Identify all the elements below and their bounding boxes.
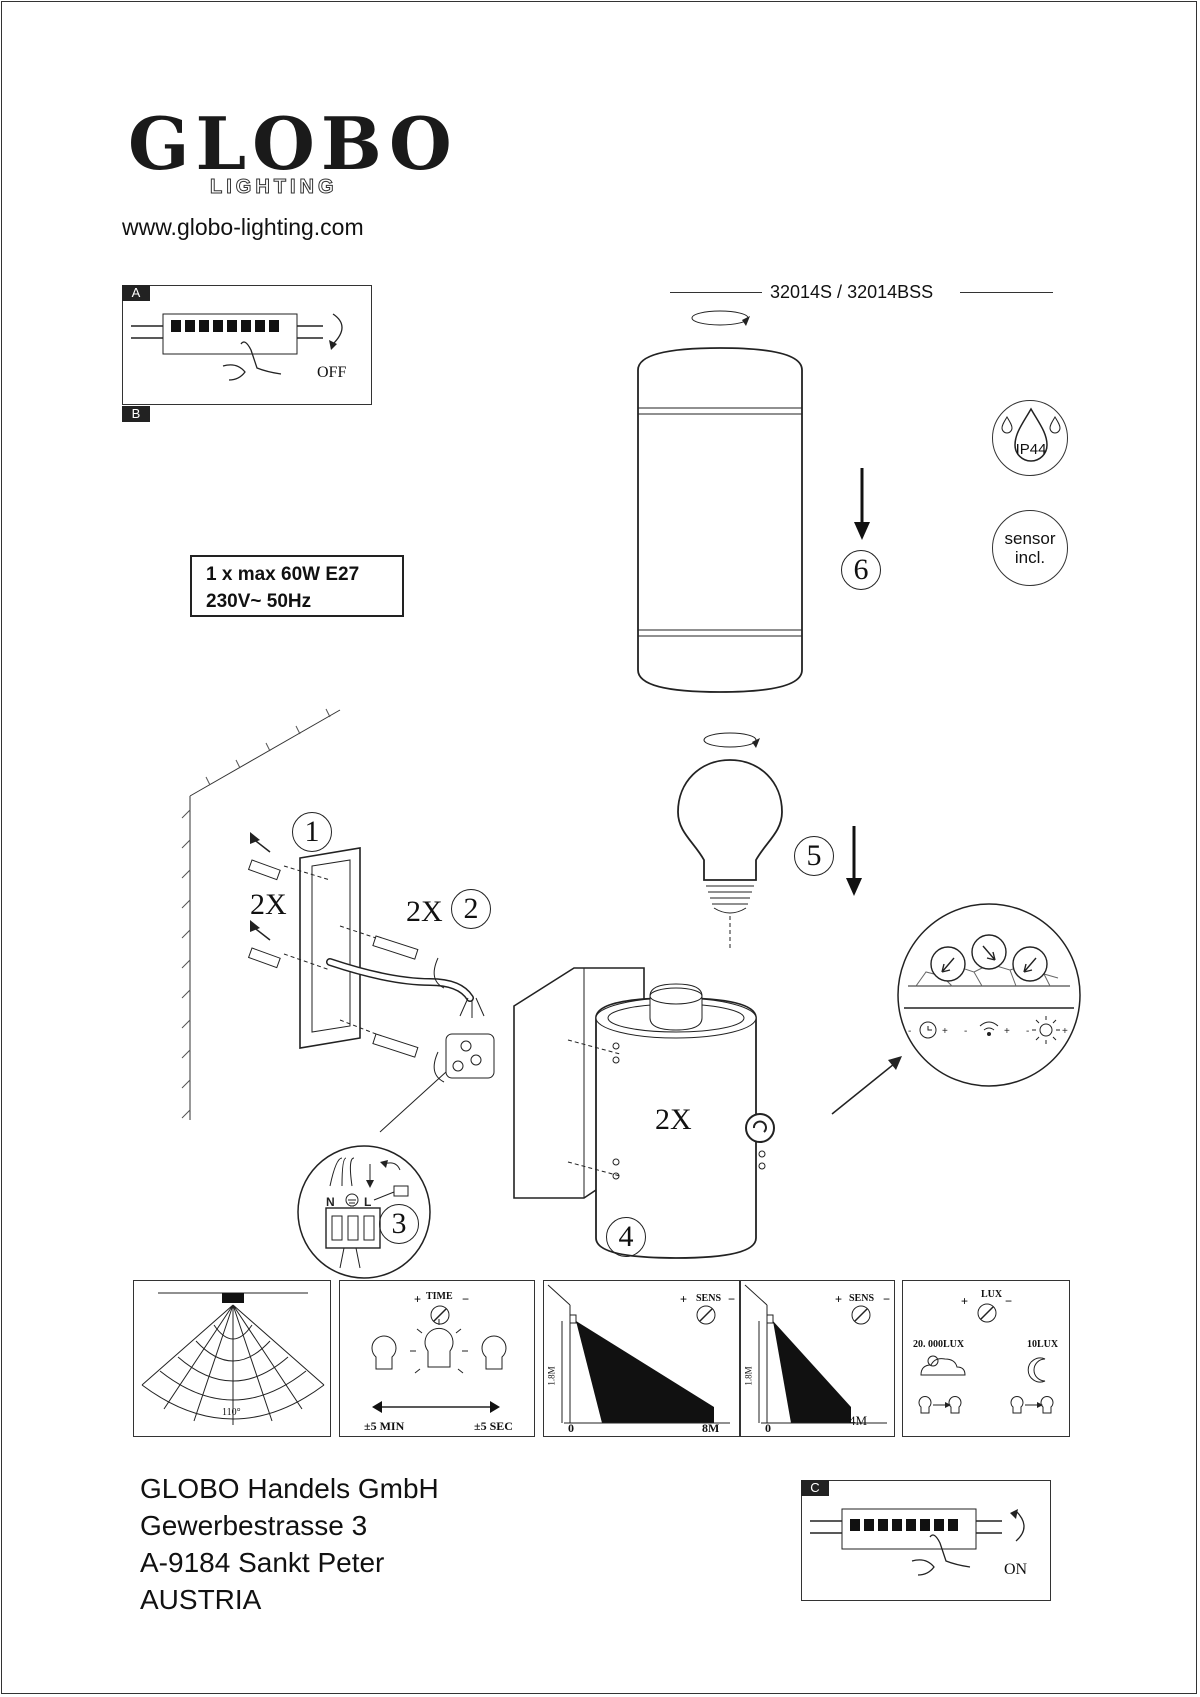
panel-tag-b: B [122,406,150,422]
sens-far-distance-label: 8M [702,1421,720,1435]
sensor-badge: sensor incl. [992,510,1068,586]
svg-text:+: + [961,1294,968,1308]
address-street: Gewerbestrasse 3 [140,1510,368,1541]
sens-near-setting-label: SENS [849,1293,875,1304]
step-4-marker: 4 [606,1217,646,1257]
panel-switch-off: A OFF B [122,285,372,422]
svg-text:−: − [1005,1294,1012,1308]
strip-time-panel: TIME +− ±5 MIN ±5 SEC [339,1280,535,1437]
breaker-on-illustration [810,1508,1025,1576]
svg-text:L: L [364,1195,371,1209]
svg-text:-: - [964,1026,967,1037]
strip-sensitivity-far-panel: SENS +− 1.8M 0 8M [543,1280,740,1437]
step-1-marker: 1 [292,812,332,852]
strip-sensitivity-near-panel: SENS +− 1.8M 0 4M [740,1280,895,1437]
svg-text:-: - [1026,1026,1029,1037]
address-city: A-9184 Sankt Peter [140,1547,385,1578]
address-company: GLOBO Handels GmbH [140,1473,439,1504]
step-3-marker: 3 [379,1204,419,1244]
sens-near-distance-label: 4M [849,1413,868,1428]
multiplier-plugs: 2X [250,888,287,921]
svg-text:+: + [1062,1026,1068,1037]
multiplier-screws: 2X [406,895,443,928]
range-angle-label: 110° [222,1407,241,1418]
svg-text:+: + [835,1292,842,1306]
step-6-marker: 6 [841,550,881,590]
panel-tag-a: A [122,285,150,301]
svg-text:−: − [728,1292,735,1306]
ip44-label: IP44 [1015,441,1047,458]
strip-range-panel: 110° [133,1280,331,1437]
time-dial-icon: +− [371,1292,507,1413]
svg-text:+: + [1004,1026,1010,1037]
sensor-detail-illustration: - + - + - + [897,903,1081,1087]
svg-text:N: N [326,1195,335,1209]
time-min-label: ±5 MIN [364,1419,405,1433]
lux-setting-label: LUX [981,1289,1003,1300]
panel-switch-on: C ON [801,1480,1051,1601]
sens-near-height-label: 1.8M [743,1366,754,1386]
wall-bracket-illustration [181,708,485,1120]
lux-night-label: 10LUX [1027,1339,1059,1350]
company-address: GLOBO Handels GmbH Gewerbestrasse 3 A-91… [140,1470,439,1618]
sens-far-zero-label: 0 [568,1421,574,1435]
model-numbers: 32014S / 32014BSS [770,282,934,302]
website-link[interactable]: www.globo-lighting.com [122,214,364,240]
spec-box: 1 x max 60W E27 230V~ 50Hz [190,555,404,617]
svg-text:−: − [462,1292,469,1306]
svg-text:-: - [908,1026,911,1037]
sens-far-height-label: 1.8M [546,1366,557,1386]
sens-near-diagram: +− [744,1284,890,1424]
water-drop-icon [1001,407,1061,462]
step-5-marker: 5 [794,836,834,876]
panel-tag-c: C [801,1480,829,1496]
sensor-pointer-arrow [831,1056,902,1115]
lamp-shade-illustration [637,310,870,693]
brand-logo: GLOBO [128,101,458,186]
model-number-line: 32014S / 32014BSS [670,282,1053,304]
sens-far-setting-label: SENS [696,1293,722,1304]
bulb-illustration [677,732,862,950]
spec-voltage: 230V~ 50Hz [206,591,312,612]
ip44-badge: IP44 [992,400,1068,476]
step-2-marker: 2 [451,889,491,929]
brand-logo-sub: LIGHTING [210,176,338,199]
time-setting-label: TIME [426,1291,453,1302]
sens-near-zero-label: 0 [765,1421,771,1435]
time-max-label: ±5 SEC [474,1419,513,1433]
lux-diagram: +− [918,1294,1054,1414]
svg-text:+: + [680,1292,687,1306]
spec-wattage: 1 x max 60W E27 [206,564,360,585]
sens-far-diagram: +− [547,1284,735,1424]
lux-day-label: 20. 000LUX [913,1339,965,1350]
breaker-off-illustration [131,313,343,381]
panel-a-action: OFF [317,364,347,381]
detection-range-diagram [141,1292,325,1425]
svg-text:+: + [414,1292,421,1306]
strip-lux-panel: LUX +− 20. 000LUX 10LUX [902,1280,1070,1437]
svg-text:+: + [942,1026,948,1037]
address-country: AUSTRIA [140,1584,262,1615]
lamp-body-illustration [513,967,775,1259]
svg-text:−: − [883,1292,890,1306]
panel-c-action: ON [1004,1561,1028,1578]
multiplier-nuts: 2X [655,1103,692,1136]
